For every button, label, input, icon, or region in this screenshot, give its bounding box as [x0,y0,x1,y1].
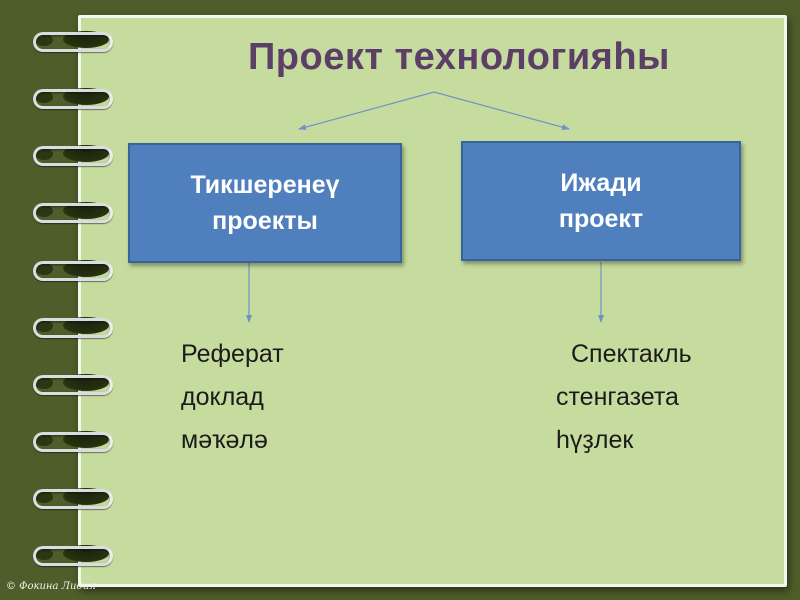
list-item: стенгазета [556,383,679,411]
research-examples-list: Реферат доклад мәҡәлә [181,333,284,462]
arrow-to-left-box [298,91,435,131]
binder-ring-icon [33,86,113,109]
diagram-title: Проект технологияһы [247,36,671,78]
research-project-line1: Тикшеренеү [190,171,340,199]
notebook-page [78,15,787,587]
creative-project-line2: проект [558,205,644,233]
research-project-box: Тикшеренеү проекты [128,143,402,263]
list-item: Спектакль [571,340,692,368]
research-project-line2: проекты [212,207,318,235]
list-item: доклад [181,383,264,411]
list-item: һүҙлек [556,426,634,454]
creative-examples-list: Спектакль стенгазета һүҙлек [556,333,692,462]
binder-ring-icon [33,143,113,166]
binder-ring-icon [33,315,113,338]
binder-ring-icon [33,486,113,509]
creative-project-box: Ижади проект [461,141,741,261]
binder-ring-icon [33,543,113,566]
binder-ring-icon [33,200,113,223]
spiral-binding [0,0,130,600]
arrow-to-right-box [433,91,570,131]
list-item: Реферат [181,340,284,368]
binder-ring-icon [33,372,113,395]
creative-project-line1: Ижади [560,169,642,197]
list-item: мәҡәлә [181,426,268,454]
binder-ring-icon [33,258,113,281]
binder-ring-icon [33,429,113,452]
binder-ring-icon [33,29,113,52]
copyright-note: © Фокина Лидия [6,581,96,592]
